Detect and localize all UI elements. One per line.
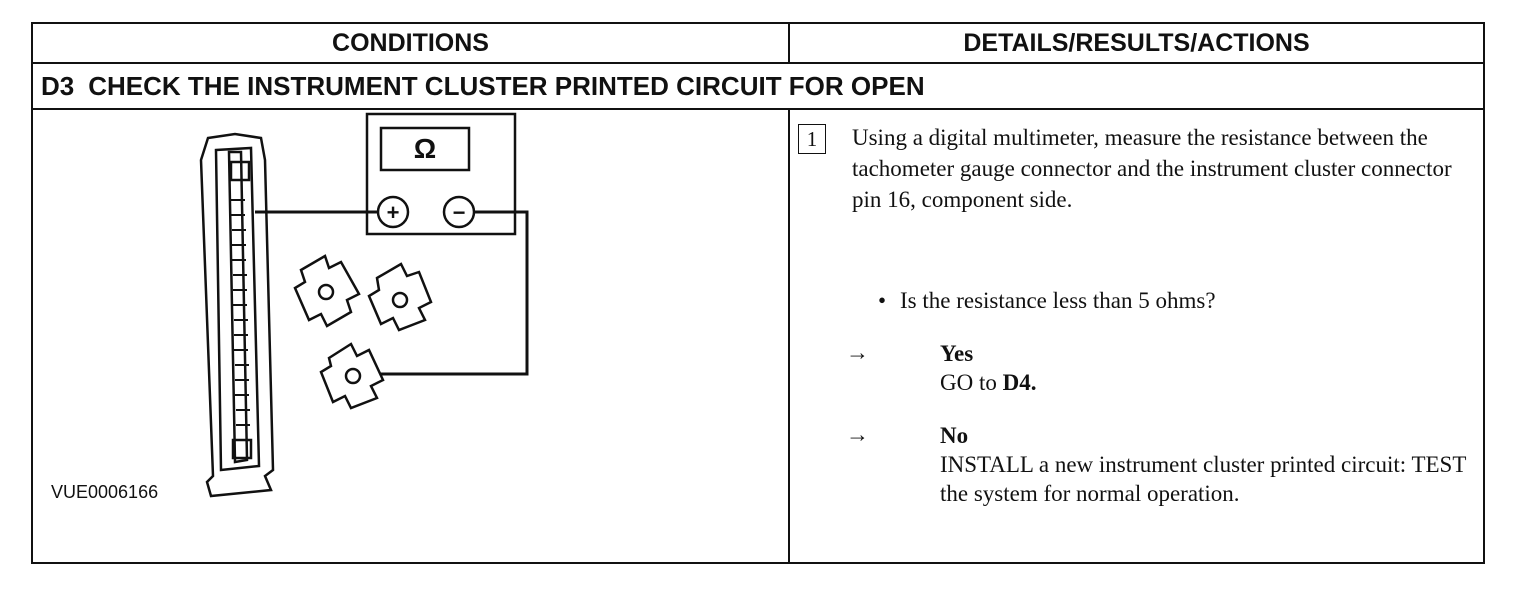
no-label: No	[940, 423, 969, 448]
figure-label: VUE0006166	[51, 482, 159, 502]
ohm-icon: Ω	[414, 133, 436, 164]
details-cell: 1 Using a digital multimeter, measure th…	[790, 110, 1483, 562]
no-branch: No INSTALL a new instrument cluster prin…	[940, 421, 1480, 508]
step-id: D3	[41, 70, 75, 101]
step-title-row: D3 CHECK THE INSTRUMENT CLUSTER PRINTED …	[33, 64, 1483, 110]
gauge-connectors	[293, 254, 433, 410]
bullet-icon: •	[878, 288, 887, 313]
plus-icon: +	[387, 200, 400, 225]
no-action-text: INSTALL a new instrument cluster printed…	[940, 452, 1466, 506]
yes-action-prefix: GO to	[940, 370, 1003, 395]
arrow-right-icon: →	[846, 422, 869, 447]
minus-icon: −	[453, 200, 466, 225]
arrow-right-icon: →	[846, 340, 869, 365]
question-text: Is the resistance less than 5 ohms?	[900, 288, 1216, 313]
diagnostic-table: CONDITIONS DETAILS/RESULTS/ACTIONS D3 CH…	[31, 22, 1485, 564]
conditions-cell: Ω + − VUE0006166	[33, 110, 788, 562]
header-conditions: CONDITIONS	[33, 24, 788, 64]
step-title: CHECK THE INSTRUMENT CLUSTER PRINTED CIR…	[88, 70, 925, 101]
step-number: 1	[798, 124, 826, 154]
multimeter-connector-illustration: Ω + −	[199, 112, 529, 498]
column-divider	[788, 110, 790, 562]
negative-lead	[379, 210, 529, 376]
question-item: • Is the resistance less than 5 ohms?	[878, 288, 1216, 314]
multimeter-display	[379, 126, 471, 172]
yes-branch: Yes GO to D4.	[940, 339, 1480, 397]
header-details: DETAILS/RESULTS/ACTIONS	[788, 24, 1483, 64]
instruction-text: Using a digital multimeter, measure the …	[852, 125, 1452, 212]
yes-label: Yes	[940, 341, 974, 366]
yes-action-target: D4.	[1002, 370, 1037, 395]
connector-body	[199, 132, 275, 498]
